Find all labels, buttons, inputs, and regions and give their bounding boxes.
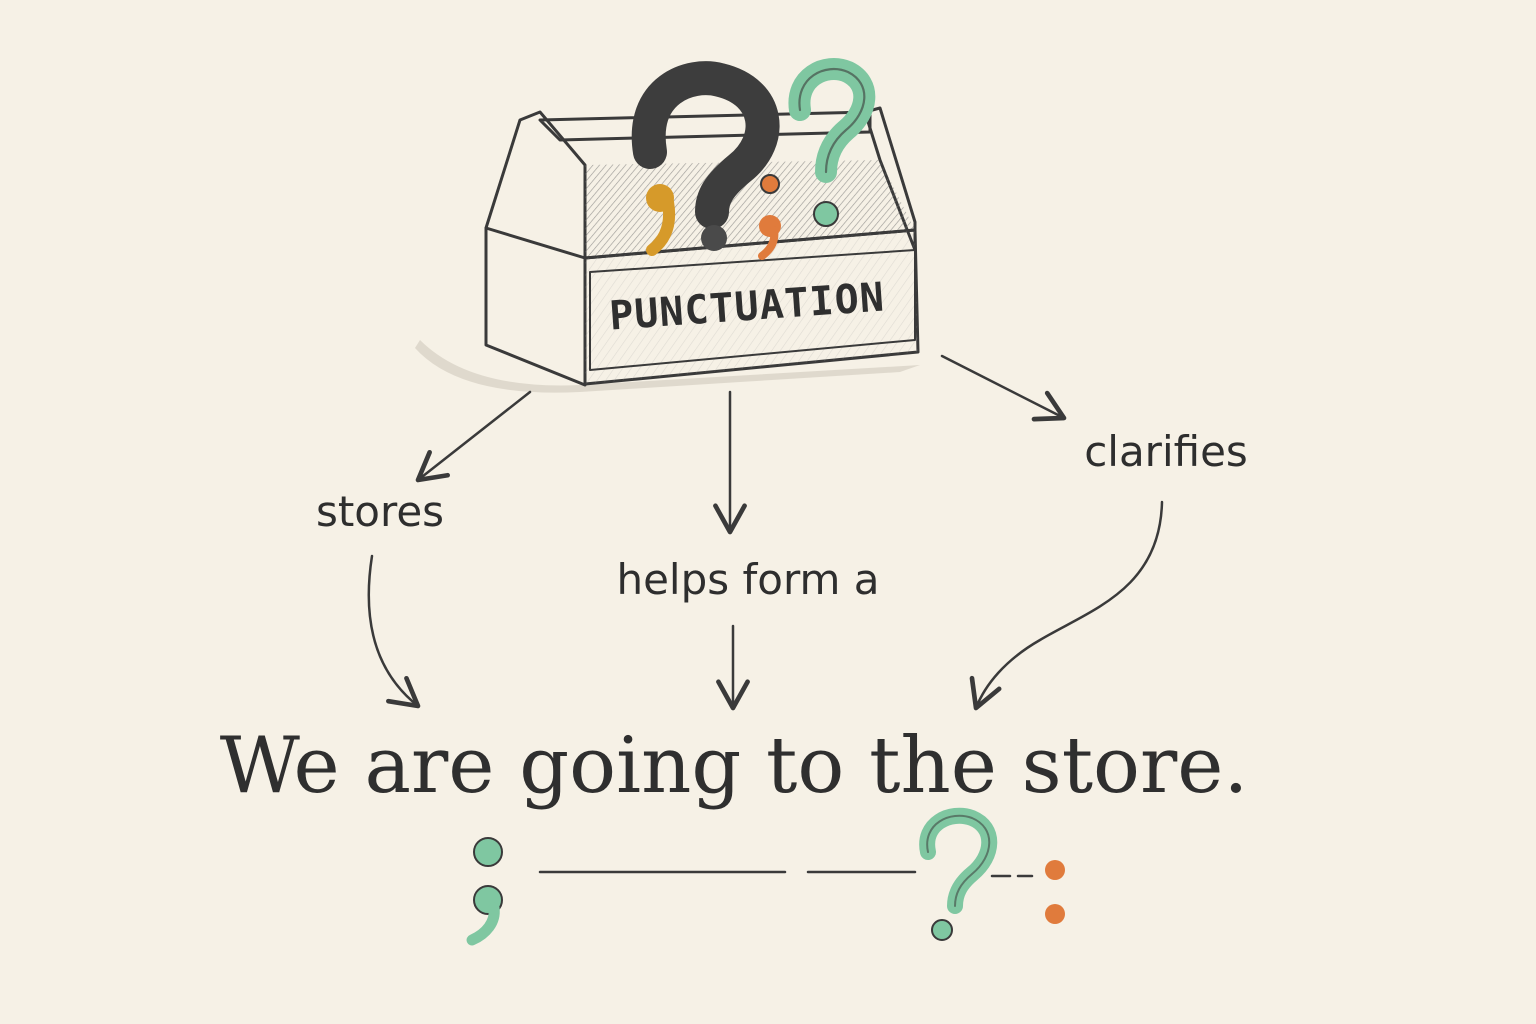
question-mark-icon [919, 807, 998, 941]
toolbox-icon [415, 106, 920, 393]
comma-icon [646, 184, 676, 256]
semicolon-icon [758, 215, 781, 260]
colon-icon [1045, 860, 1065, 924]
arrow-icon [415, 390, 532, 483]
colon-icon [760, 174, 780, 194]
relation-label-clarifies: clarifies [1084, 427, 1248, 476]
arrow-icon [940, 354, 1067, 422]
example-sentence: We are going to the store. [220, 721, 1249, 811]
relation-label-helps-form: helps form a [616, 555, 879, 604]
question-mark-icon [631, 61, 780, 251]
relation-label-stores: stores [316, 487, 444, 536]
semicolon-icon [466, 837, 503, 946]
arrow-icon [367, 554, 421, 709]
question-mark-icon [788, 58, 876, 227]
arrow-icon [969, 500, 1164, 711]
